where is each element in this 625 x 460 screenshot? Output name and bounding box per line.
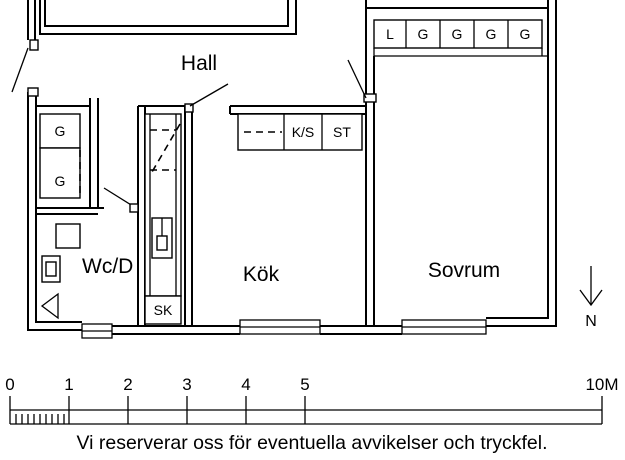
bathroom-fixtures: Wc/D — [40, 223, 133, 320]
wardrobe-label-g: G — [452, 26, 463, 42]
room-label-bedroom: Sovrum — [428, 259, 500, 282]
cabinet-label: SK — [154, 302, 173, 318]
cabinet-sk — [144, 295, 182, 325]
stove-label: ST — [333, 124, 351, 140]
scale-tick-label: 4 — [241, 375, 250, 394]
scale-subticks — [15, 414, 65, 424]
scale-tick-label: 5 — [300, 375, 309, 394]
wardrobe-label-g: G — [486, 26, 497, 42]
wardrobe-label-g: G — [520, 26, 531, 42]
kitchen-door — [189, 83, 229, 107]
wardrobe-label-g: G — [418, 26, 429, 42]
left-wall — [27, 92, 82, 331]
entrance-door — [11, 47, 29, 93]
wardrobe-label-g: G — [55, 123, 66, 139]
doors — [11, 47, 367, 213]
bedroom-door — [347, 59, 367, 99]
windows — [81, 319, 487, 339]
fridge-freezer-label: K/S — [292, 124, 315, 140]
bathroom-wardrobes: G G — [39, 113, 81, 199]
north-arrow-icon: N — [579, 266, 603, 330]
scale-bar: 0 1 2 3 4 5 10M — [5, 375, 619, 425]
disclaimer: Vi reserverar oss för eventuella avvikel… — [76, 432, 547, 454]
room-label-hall: Hall — [181, 52, 217, 75]
kitchen-top-units: K/S ST — [237, 113, 363, 151]
top-right-wall — [365, 0, 549, 9]
scale-tick-label: 2 — [123, 375, 132, 394]
room-label-bathroom: Wc/D — [82, 255, 133, 278]
room-label-kitchen: Kök — [243, 263, 280, 286]
scale-tick-label: 10M — [585, 375, 618, 394]
north-label: N — [585, 313, 597, 330]
scale-tick-label: 3 — [182, 375, 191, 394]
wardrobe-label-l: L — [386, 26, 394, 42]
washbasin — [55, 223, 81, 249]
kitchen-unit-column: SK — [144, 113, 182, 325]
outer-walls — [27, 0, 557, 335]
scale-tick-label: 1 — [64, 375, 73, 394]
bedroom-wardrobes: L G G G G — [373, 19, 548, 57]
scale-tick-label: 0 — [5, 375, 14, 394]
wardrobe-label-g: G — [55, 173, 66, 189]
right-wall — [486, 56, 549, 319]
shower-drain — [40, 292, 59, 320]
